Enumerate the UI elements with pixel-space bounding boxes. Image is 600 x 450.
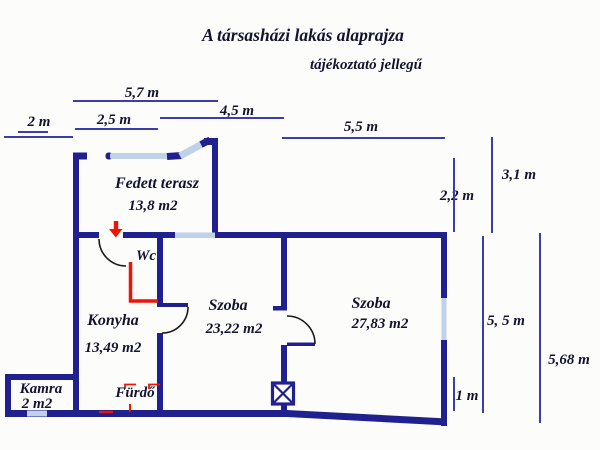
plan-subtitle: tájékoztató jellegű (310, 57, 423, 73)
room-label-szoba1: Szoba (208, 297, 247, 314)
wall-szoba-szoba-lower (281, 345, 287, 415)
room-label-szoba2: Szoba (351, 295, 390, 312)
wall-kamra-left (5, 374, 11, 417)
wall-top-b (123, 232, 175, 238)
dim-label-5-5m-right: 5, 5 m (487, 313, 525, 329)
door-leaf-szoba2 (287, 342, 315, 346)
room-label-furdo: Fürdő (114, 385, 156, 401)
wall-top-c (215, 232, 447, 238)
room-label-terasz: Fedett terasz (114, 175, 200, 192)
door-arc-terrace-entry (98, 238, 127, 267)
furdo-red-mark-left (124, 383, 136, 389)
door-arc-szoba1 (161, 306, 189, 334)
dim-label-5-68m: 5,68 m (548, 352, 590, 368)
wall-bottom-right (287, 410, 447, 426)
wall-szoba-szoba-upper (281, 232, 287, 310)
dim-label-3-1m: 3,1 m (501, 167, 536, 183)
wall-kamra-top (5, 374, 73, 380)
terrace-window-diagonal (178, 140, 205, 160)
room-label-wc: Wc (136, 248, 156, 264)
door-leaf-szoba1 (163, 303, 188, 307)
dim-label-5-7m: 5,7 m (125, 85, 159, 101)
furdo-red-mark-right (148, 383, 160, 389)
entrance-arrow-icon (109, 229, 123, 238)
plan-title: A társasházi lakás alaprajza (201, 25, 404, 45)
wall-terrace-topleft-cap (73, 152, 87, 160)
room-area-kamra: 2 m2 (21, 396, 53, 412)
window-top-wall (175, 232, 215, 238)
wall-top-a (73, 232, 99, 238)
dim-label-4-5m: 4,5 m (219, 103, 254, 119)
window-bottom (27, 410, 47, 417)
wall-konyha-szoba-upper (157, 232, 163, 307)
dim-label-5-5m-top: 5,5 m (344, 119, 378, 135)
wall-terrace-topright-cap (204, 138, 218, 145)
wall-right-upper (441, 232, 447, 298)
door-arc-szoba2 (286, 315, 316, 345)
wall-terrace-right (212, 138, 218, 238)
chimney-cross-2 (272, 383, 294, 404)
entrance-arrow-shaft (113, 221, 119, 230)
dim-label-1m: 1 m (456, 388, 479, 404)
terrace-window (110, 153, 168, 159)
dim-label-2-5m: 2,5 m (96, 112, 131, 128)
room-label-kamra: Kamra (19, 381, 63, 397)
room-area-szoba2: 27,83 m2 (351, 316, 409, 332)
wc-red-partition (128, 262, 158, 303)
wall-left (73, 152, 79, 417)
wall-terrace-top-mid (166, 152, 183, 160)
wall-konyha-szoba-lower (157, 333, 163, 417)
room-area-konyha: 13,49 m2 (85, 340, 142, 356)
room-area-terasz: 13,8 m2 (128, 198, 178, 214)
wall-right-lower (441, 340, 447, 426)
wall-bottom-left (5, 410, 287, 417)
dim-label-2m: 2 m (27, 114, 51, 130)
wall-szoba-jamb (273, 306, 287, 311)
room-area-szoba1: 23,22 m2 (205, 321, 263, 337)
window-right (441, 298, 447, 340)
dim-label-2-2m: 2,2 m (439, 188, 474, 204)
room-label-konyha: Konyha (86, 312, 139, 329)
